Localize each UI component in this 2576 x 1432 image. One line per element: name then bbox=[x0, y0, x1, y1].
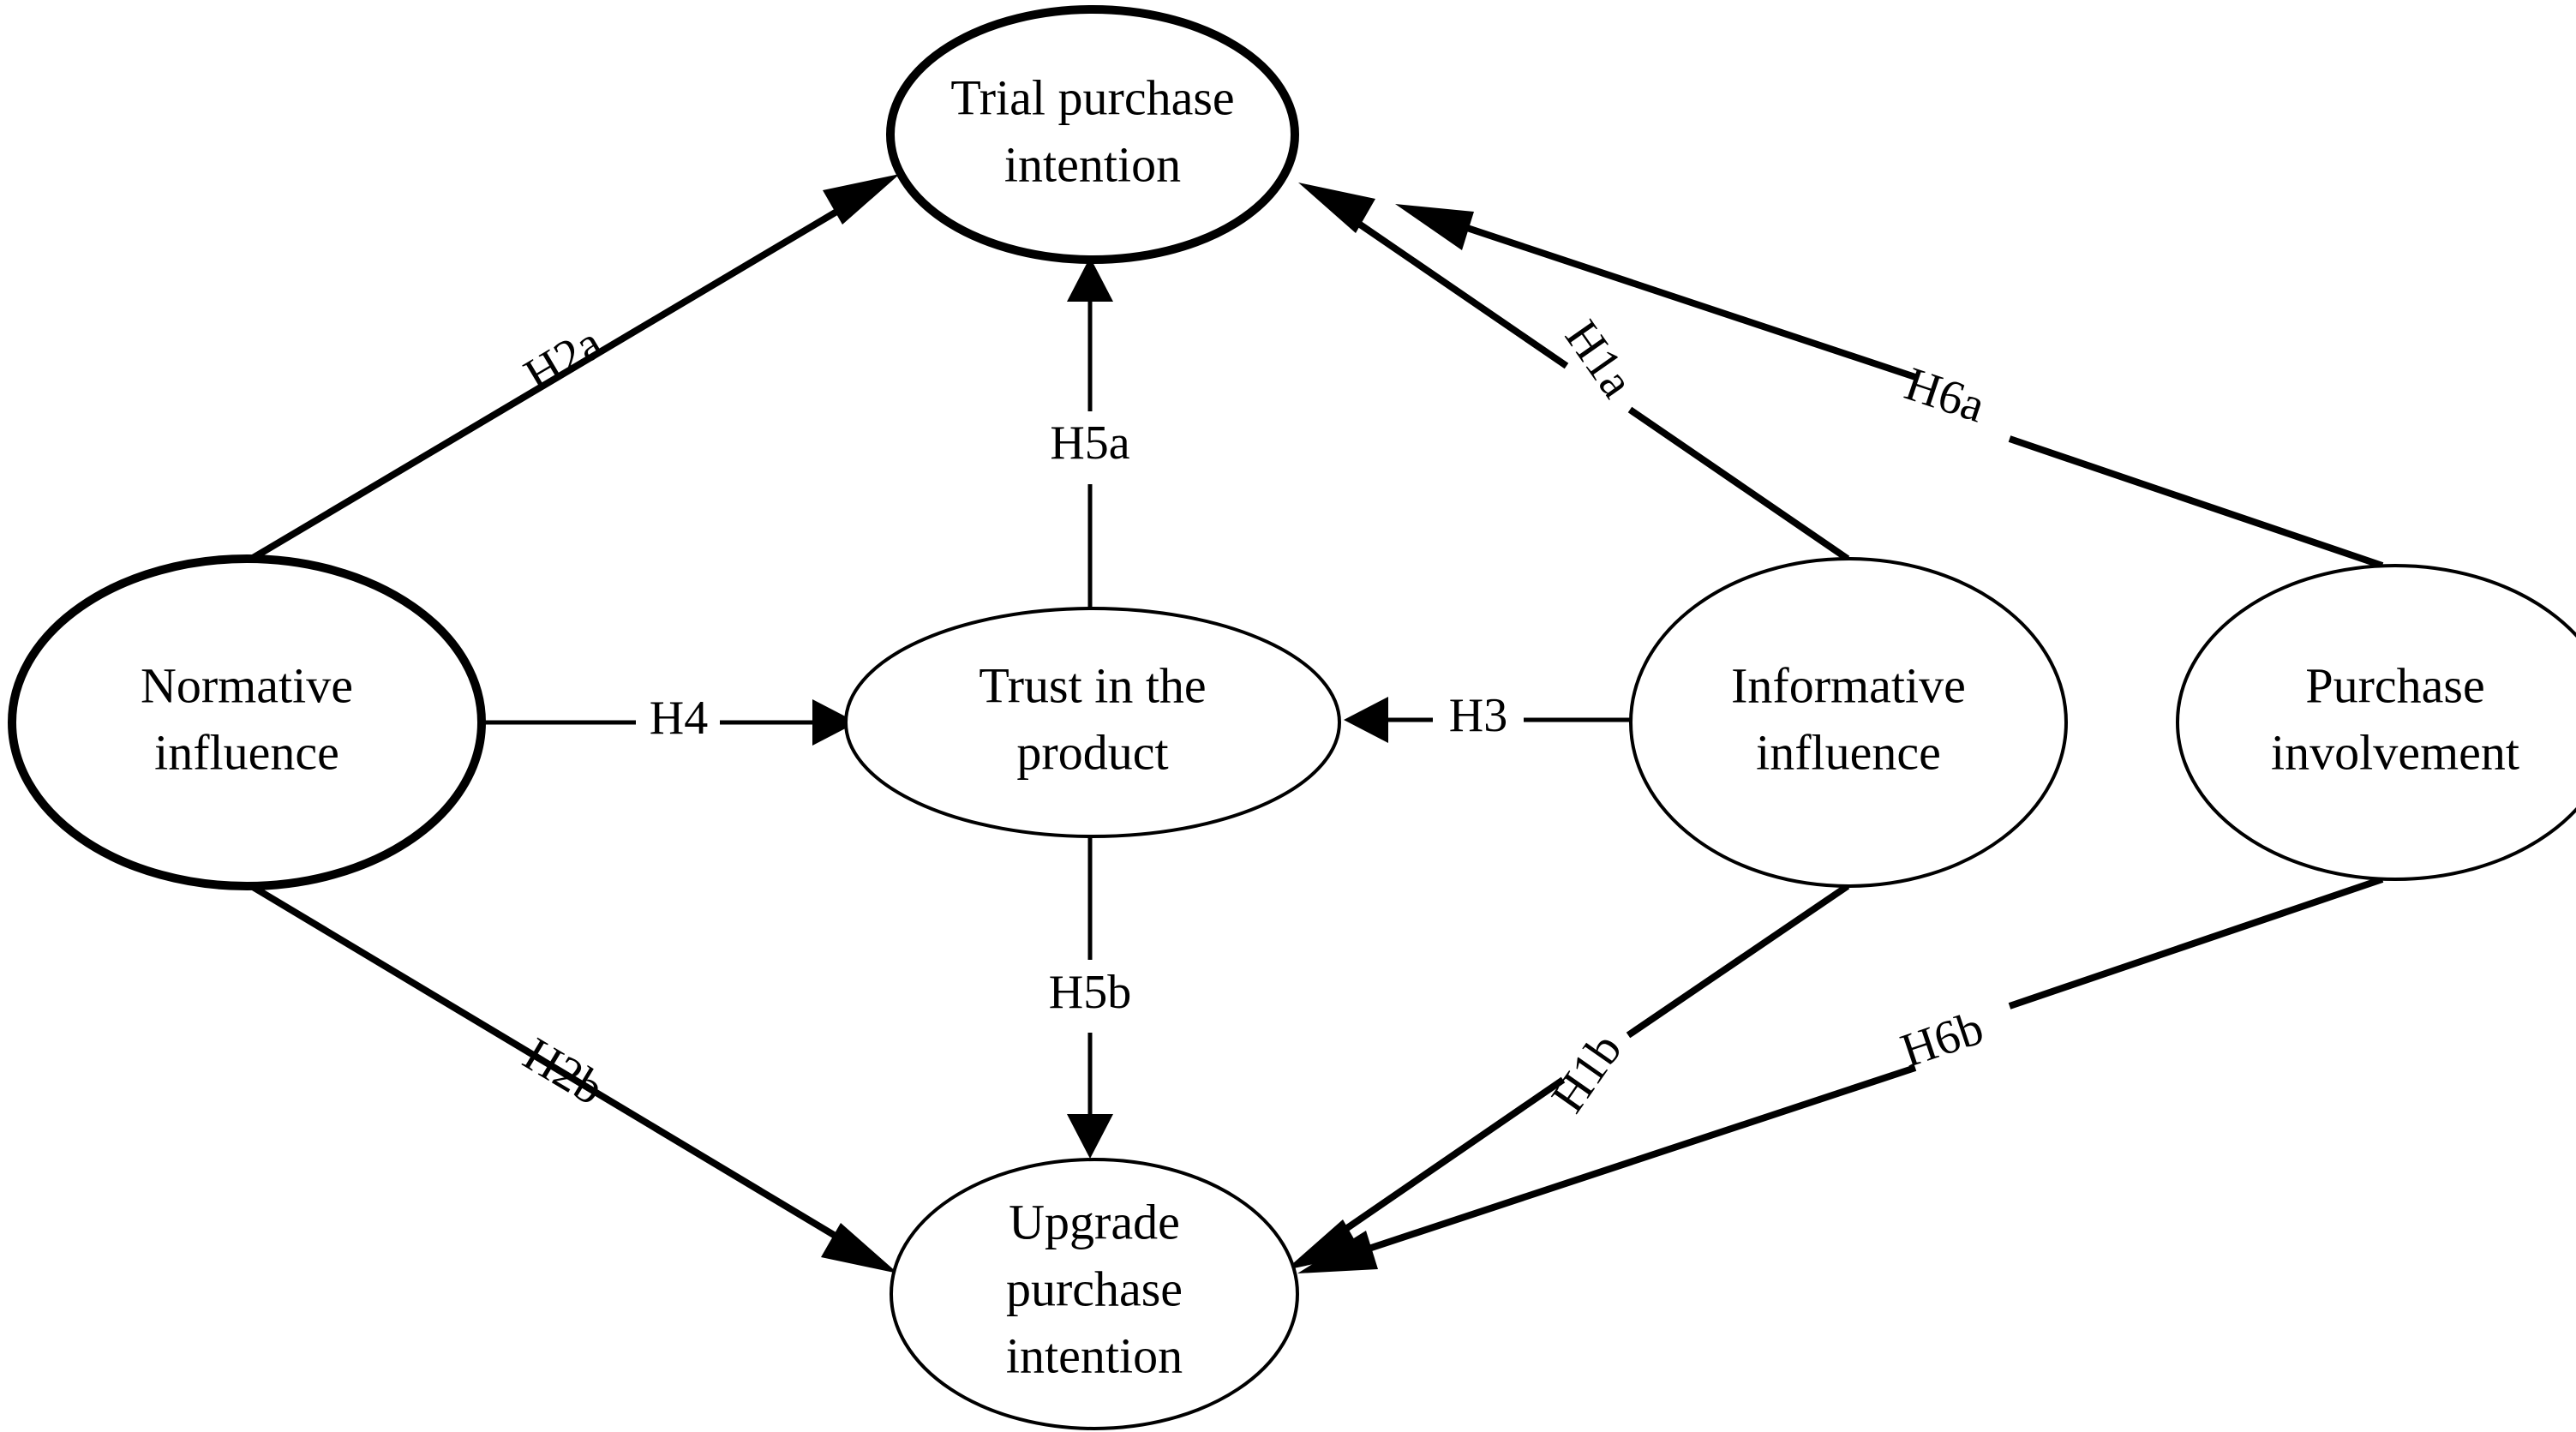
edge-h6b-label: H6b bbox=[1895, 1001, 1990, 1077]
edge-h2b: H2b bbox=[242, 878, 898, 1273]
edge-h5a-arrowhead bbox=[1067, 257, 1113, 302]
node-informative-influence[interactable]: Informative influence bbox=[1629, 557, 2068, 888]
node-upgrade-purchase-intention-label-line1: Upgrade bbox=[1009, 1194, 1180, 1249]
edge-h4-arrowhead bbox=[812, 699, 857, 746]
edge-h6a-line-lower bbox=[2008, 435, 2384, 569]
edge-h4-label: H4 bbox=[650, 692, 708, 745]
edge-h2a-line bbox=[242, 191, 868, 566]
node-normative-influence-shape[interactable] bbox=[8, 554, 486, 890]
edge-h6a: H6a bbox=[1395, 204, 2384, 569]
edge-h5a-label: H5a bbox=[1050, 416, 1129, 470]
node-purchase-involvement[interactable]: Purchase involvement bbox=[2176, 564, 2576, 881]
node-upgrade-purchase-intention-shape[interactable] bbox=[890, 1158, 1299, 1430]
edge-h1a-label: H1a bbox=[1555, 311, 1644, 407]
edge-h1b-line-lower bbox=[1317, 1076, 1566, 1250]
node-trial-purchase-intention-label-line2: intention bbox=[1004, 136, 1181, 192]
node-purchase-involvement-label-line1: Purchase bbox=[2305, 657, 2484, 713]
node-trust-in-the-product[interactable]: Trust in the product bbox=[844, 607, 1341, 838]
edge-h6a-arrowhead bbox=[1395, 204, 1474, 250]
node-upgrade-purchase-intention[interactable]: Upgrade purchase intention bbox=[890, 1158, 1299, 1430]
edge-h1a-line-lower bbox=[1627, 406, 1850, 562]
edge-h2b-line bbox=[242, 878, 866, 1256]
edge-h1a-line-upper bbox=[1330, 202, 1569, 369]
node-informative-influence-label-line1: Informative bbox=[1731, 657, 1966, 713]
node-trust-in-the-product-shape[interactable] bbox=[844, 607, 1341, 838]
edge-h5b-arrowhead bbox=[1067, 1114, 1113, 1159]
node-upgrade-purchase-intention-label-line3: intention bbox=[1006, 1327, 1183, 1383]
edge-h5b: H5b bbox=[1049, 836, 1131, 1159]
edge-h6b-arrowhead bbox=[1297, 1231, 1378, 1273]
node-informative-influence-label-line2: influence bbox=[1756, 724, 1941, 780]
edge-h1b-line-upper bbox=[1626, 883, 1850, 1039]
edge-h3: H3 bbox=[1344, 689, 1631, 743]
edge-h2b-label: H2b bbox=[514, 1028, 613, 1116]
edge-h5a: H5a bbox=[1050, 257, 1130, 608]
node-trial-purchase-intention-shape[interactable] bbox=[886, 5, 1299, 264]
edge-h1a: H1a bbox=[1298, 183, 1850, 562]
node-trial-purchase-intention-label-line1: Trial purchase bbox=[950, 69, 1234, 125]
node-normative-influence-label-line2: influence bbox=[154, 724, 339, 780]
edge-h3-label: H3 bbox=[1449, 689, 1507, 742]
edge-h6a-label: H6a bbox=[1899, 357, 1992, 433]
edge-h6b: H6b bbox=[1297, 876, 2384, 1273]
node-trust-in-the-product-label-line2: product bbox=[1016, 724, 1168, 780]
edge-h4: H4 bbox=[482, 692, 857, 746]
node-trial-purchase-intention[interactable]: Trial purchase intention bbox=[886, 5, 1299, 264]
edge-h2a-arrowhead bbox=[823, 174, 900, 225]
edge-h6b-line-upper bbox=[2008, 876, 2384, 1010]
node-informative-influence-shape[interactable] bbox=[1629, 557, 2068, 888]
node-normative-influence-label-line1: Normative bbox=[141, 657, 353, 713]
edge-h1b-label: H1b bbox=[1542, 1024, 1632, 1123]
node-purchase-involvement-shape[interactable] bbox=[2176, 564, 2576, 881]
node-trust-in-the-product-label-line1: Trust in the bbox=[979, 657, 1206, 713]
edge-h5b-label: H5b bbox=[1049, 966, 1131, 1019]
edge-h3-arrowhead bbox=[1344, 697, 1388, 743]
edge-h2b-arrowhead bbox=[821, 1223, 898, 1273]
edge-h6a-line-upper bbox=[1429, 213, 1917, 380]
edge-h6b-line-lower bbox=[1333, 1064, 1917, 1263]
node-normative-influence[interactable]: Normative influence bbox=[8, 554, 486, 890]
node-purchase-involvement-label-line2: involvement bbox=[2271, 724, 2519, 780]
edge-h1b: H1b bbox=[1285, 883, 1850, 1270]
node-upgrade-purchase-intention-label-line2: purchase bbox=[1006, 1261, 1183, 1316]
edge-h1a-arrowhead bbox=[1298, 183, 1375, 233]
edge-h2a: H2a bbox=[242, 174, 900, 566]
